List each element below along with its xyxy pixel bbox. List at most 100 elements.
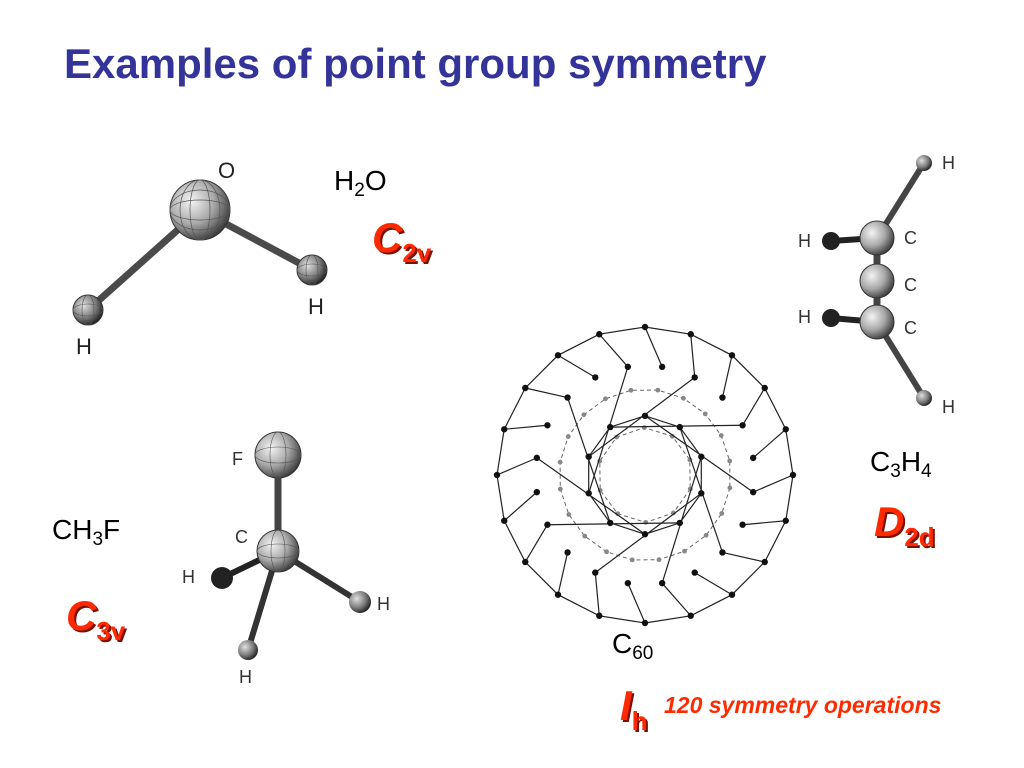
c60-bond <box>661 456 702 584</box>
fluorine-atom <box>254 431 302 479</box>
c60-atom <box>592 569 599 576</box>
allene-h-top <box>916 155 932 171</box>
c60-atom <box>533 454 541 462</box>
c60-atom <box>641 412 649 419</box>
c60-bond <box>557 552 569 595</box>
c60-atom <box>544 422 551 429</box>
c60-atom <box>761 384 768 392</box>
c60-bond <box>536 457 646 535</box>
c60-atom <box>641 531 649 538</box>
c60-back-atom <box>582 533 588 539</box>
c60-back-atom <box>604 549 609 555</box>
c60-bond <box>627 582 646 624</box>
water-atom-h1-label: H <box>76 334 92 359</box>
fluoromethane-h-right <box>349 591 371 613</box>
c60-bond <box>504 424 548 430</box>
allene-c-3 <box>859 304 895 340</box>
c60-atom <box>624 363 632 371</box>
c60-outer-ring <box>496 326 794 624</box>
fluoromethane-atom-f-label: F <box>232 449 243 469</box>
c60-bond <box>525 387 568 399</box>
c60-central-pentagon-ring <box>588 415 702 535</box>
allene-molecule <box>822 155 932 406</box>
c60-back-atom <box>656 557 662 563</box>
c60-atom <box>728 352 736 359</box>
allene-c-1 <box>859 220 895 256</box>
c60-back-atom <box>581 412 587 418</box>
c60-back-atom <box>719 511 725 516</box>
c60-atom <box>585 453 592 460</box>
c60-formula: C60 <box>612 628 654 664</box>
allene-h-left-1 <box>822 232 840 250</box>
c60-atom <box>522 384 529 392</box>
c60-bond <box>742 520 786 526</box>
c60-atom <box>641 323 649 331</box>
c60-molecule <box>493 323 797 627</box>
water-molecule <box>72 179 328 326</box>
fluoromethane-h-bottom <box>238 640 258 660</box>
allene-h-bottom <box>916 390 932 406</box>
oxygen-atom <box>169 179 231 241</box>
c60-back-atom <box>628 387 634 393</box>
c60-atom <box>789 471 797 479</box>
fluoromethane-molecule <box>211 431 371 660</box>
fluoromethane-formula: CH3F <box>52 514 121 550</box>
c60-back-atom <box>727 458 733 464</box>
c60-atom <box>782 426 789 433</box>
allene-h-left-2 <box>822 309 840 327</box>
hydrogen-atom-right <box>296 254 328 286</box>
c60-back-atom <box>702 411 708 417</box>
c60-bond <box>547 522 680 526</box>
fluoromethane-h-left <box>211 567 233 589</box>
carbon-atom <box>256 529 300 573</box>
allene-atom-h-top-label: H <box>942 153 955 173</box>
c60-bond <box>721 355 733 398</box>
c60-atom <box>624 579 632 587</box>
c60-back-ring-inner <box>599 427 691 523</box>
c60-atom <box>739 521 746 528</box>
c60-back-atom <box>629 557 635 563</box>
allene-atom-c1-label: C <box>904 228 917 248</box>
c60-bond <box>496 457 538 476</box>
c60-back-atom <box>670 510 676 516</box>
c60-back-atom <box>643 519 649 525</box>
c60-atom <box>698 490 705 497</box>
allene-atom-c3-label: C <box>904 318 917 338</box>
c60-bond <box>661 582 692 617</box>
water-point-group: C2v <box>372 214 432 268</box>
c60-atom <box>691 569 698 576</box>
allene-atom-c2-label: C <box>904 275 917 295</box>
c60-atom <box>564 394 571 401</box>
c60-bond <box>566 397 611 524</box>
allene-atom-h-left1-label: H <box>798 231 811 251</box>
c60-bond <box>588 366 629 494</box>
c60-bond <box>694 572 733 596</box>
c60-atom <box>749 454 757 462</box>
c60-back-atom <box>641 425 647 431</box>
hydrogen-atom-left <box>72 294 104 326</box>
c60-atom <box>719 394 726 401</box>
c60-back-atom <box>655 387 661 393</box>
c60-back-atom <box>615 511 621 517</box>
c60-atom <box>596 612 603 619</box>
c60-atom <box>585 490 592 497</box>
c60-atom <box>698 453 705 460</box>
c60-atom <box>719 549 726 556</box>
water-formula: H2O <box>334 165 387 201</box>
c60-back-atom <box>614 434 620 440</box>
c60-atom <box>596 331 603 338</box>
water-atom-h2-label: H <box>308 294 324 319</box>
c60-atom <box>564 549 571 556</box>
c60-atom <box>501 517 508 524</box>
c60-bond <box>752 428 787 459</box>
c60-atom <box>676 423 683 431</box>
c60-atom <box>761 558 768 566</box>
c60-back-atom <box>718 433 724 438</box>
c60-atom <box>533 488 541 496</box>
c60-bond <box>588 376 696 458</box>
c60-bond <box>594 492 702 574</box>
c60-bond <box>594 572 600 616</box>
fluoromethane-atom-c-label: C <box>235 527 248 547</box>
c60-bond <box>742 387 766 426</box>
c60-bond <box>598 333 629 368</box>
